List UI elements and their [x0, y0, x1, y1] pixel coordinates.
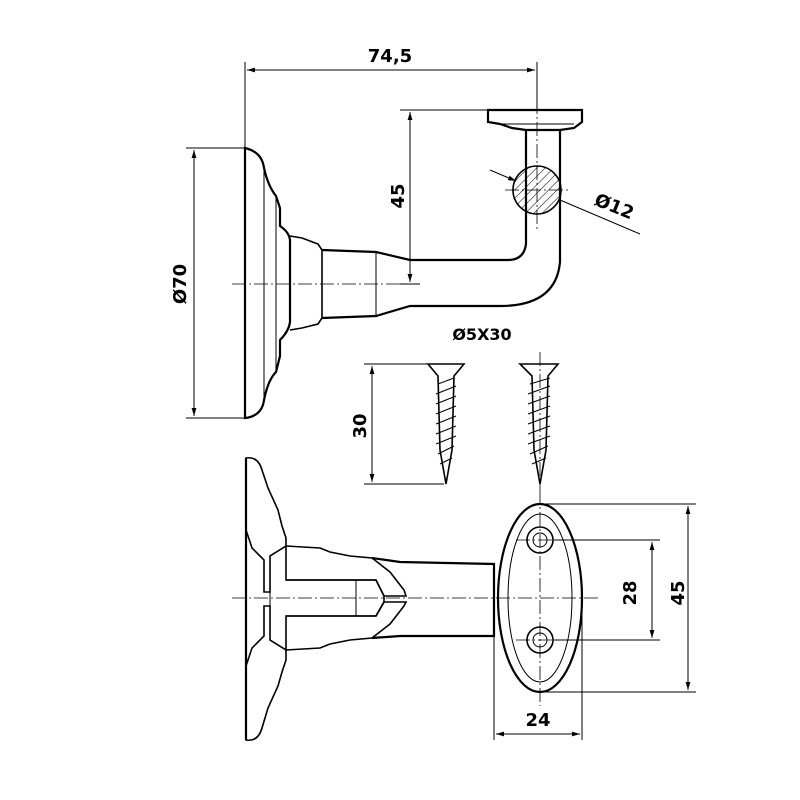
dim-label-screw-length: 30	[350, 413, 371, 438]
screw-right	[518, 352, 560, 490]
screw-left	[426, 363, 466, 485]
dimension-plate-height: 45	[540, 503, 696, 693]
dim-label-plate-height: 45	[668, 580, 689, 605]
bracket-side-view	[232, 100, 584, 420]
section-hub-upper	[285, 545, 408, 597]
dim-label-hole-spacing: 28	[620, 580, 641, 605]
section-hub-lower	[285, 601, 408, 651]
wall-plate-profile	[243, 146, 292, 420]
dimension-plate-width: 24	[493, 610, 583, 740]
dimension-rod-diameter: Ø12	[489, 169, 641, 235]
dimension-screw-length: 30	[350, 363, 444, 485]
section-wall-plate-lower	[245, 605, 287, 742]
dimension-base-diameter: Ø70	[170, 147, 245, 419]
screw-spec-label: Ø5X30	[452, 325, 511, 344]
section-wall-plate	[245, 456, 287, 593]
dim-label-rod-diameter: Ø12	[591, 190, 636, 225]
saddle-head	[486, 108, 584, 132]
section-bore	[286, 579, 385, 617]
collar	[289, 235, 323, 331]
dim-label-base-diameter: Ø70	[170, 264, 191, 304]
dimension-arm-height: 45	[388, 109, 488, 285]
arm-tube	[321, 130, 528, 262]
dim-label-plate-width: 24	[525, 710, 550, 731]
section-arm	[371, 556, 496, 640]
dimension-top-length: 74,5	[244, 46, 538, 148]
bracket-section-view	[232, 456, 600, 742]
arm-tube-lower	[321, 130, 562, 320]
dim-label-top-length: 74,5	[368, 46, 412, 67]
dim-label-arm-height: 45	[388, 183, 409, 208]
dimension-hole-spacing: 28	[554, 539, 660, 641]
